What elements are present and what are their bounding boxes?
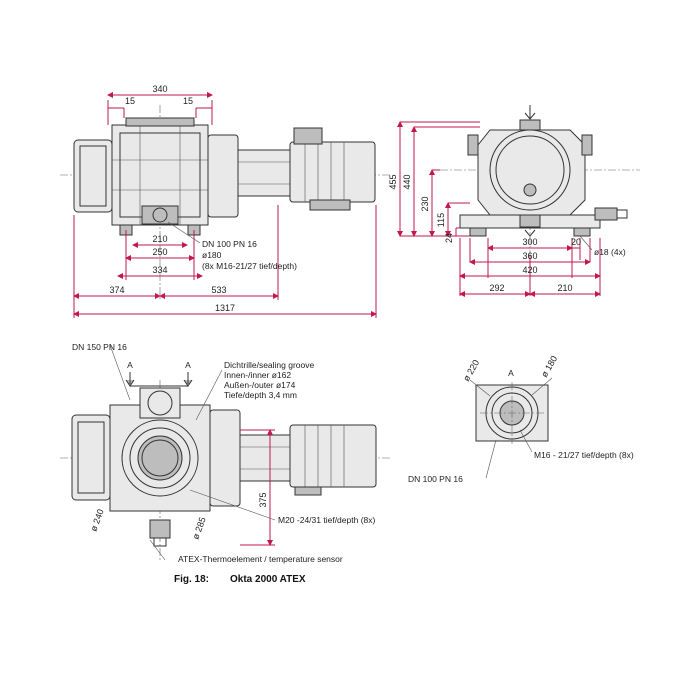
figure-number: Fig. 18:: [174, 574, 209, 585]
side-view-dimensions: [397, 121, 601, 297]
groove-label-3: Außen-/outer ø174: [224, 380, 296, 390]
side-view-labels: 455 440 230 115 24 300 20 360 420 292 21…: [388, 174, 626, 293]
front-view-dimensions: [73, 92, 377, 318]
flange-label-threads: (8x M16-21/27 tief/depth): [202, 261, 297, 271]
dim-250: 250: [152, 247, 167, 257]
dim-440: 440: [402, 174, 412, 189]
dim-1317: 1317: [215, 303, 235, 313]
groove-label-4: Tiefe/depth 3,4 mm: [224, 390, 297, 400]
dim-d240: ø 240: [88, 508, 105, 533]
detail-view: [469, 377, 553, 479]
hole-label: ø18 (4x): [594, 247, 626, 257]
dim-533: 533: [211, 285, 226, 295]
front-view: [60, 105, 390, 300]
dim-420: 420: [522, 265, 537, 275]
dim-374: 374: [109, 285, 124, 295]
dim-d285: ø 285: [190, 516, 207, 541]
dim-340: 340: [152, 84, 167, 94]
dim-d220: ø 220: [461, 358, 481, 383]
figure-caption: Fig. 18: Okta 2000 ATEX: [174, 574, 306, 585]
dim-334: 334: [152, 265, 167, 275]
dim-360: 360: [522, 251, 537, 261]
detail-arrow-a: A: [508, 368, 514, 378]
dim-375: 375: [258, 492, 268, 507]
dim-15-right: 15: [183, 96, 193, 106]
groove-label-2: Innen-/inner ø162: [224, 370, 291, 380]
thread-label-m16: M16 - 21/27 tief/depth (8x): [534, 450, 634, 460]
plan-view-dimensions: [109, 344, 276, 561]
groove-label-1: Dichtrille/sealing groove: [224, 360, 315, 370]
figure-title: Okta 2000 ATEX: [230, 574, 306, 585]
dim-20: 20: [571, 237, 581, 247]
dim-d180: ø 180: [539, 354, 559, 379]
dn100-label: DN 100 PN 16: [408, 474, 463, 484]
dn150-label: DN 150 PN 16: [72, 342, 127, 352]
front-view-labels: 340 15 15 210 250 334 374 533 1317 DN 10…: [109, 84, 297, 313]
dim-15-left: 15: [125, 96, 135, 106]
dim-230: 230: [420, 196, 430, 211]
dim-24: 24: [444, 233, 454, 243]
side-view: [440, 105, 640, 260]
dim-292: 292: [489, 283, 504, 293]
arrow-a-left: A: [127, 360, 133, 370]
arrow-a-right: A: [185, 360, 191, 370]
sensor-label: ATEX-Thermoelement / temperature sensor: [178, 554, 343, 564]
flange-label-dn: DN 100 PN 16: [202, 239, 257, 249]
thread-label-m20: M20 -24/31 tief/depth (8x): [278, 515, 376, 525]
flange-label-diameter: ø180: [202, 250, 222, 260]
dim-300: 300: [522, 237, 537, 247]
dim-210-side: 210: [557, 283, 572, 293]
dim-210: 210: [152, 234, 167, 244]
dim-455: 455: [388, 174, 398, 189]
plan-view: [60, 372, 390, 560]
dim-115: 115: [436, 213, 446, 227]
